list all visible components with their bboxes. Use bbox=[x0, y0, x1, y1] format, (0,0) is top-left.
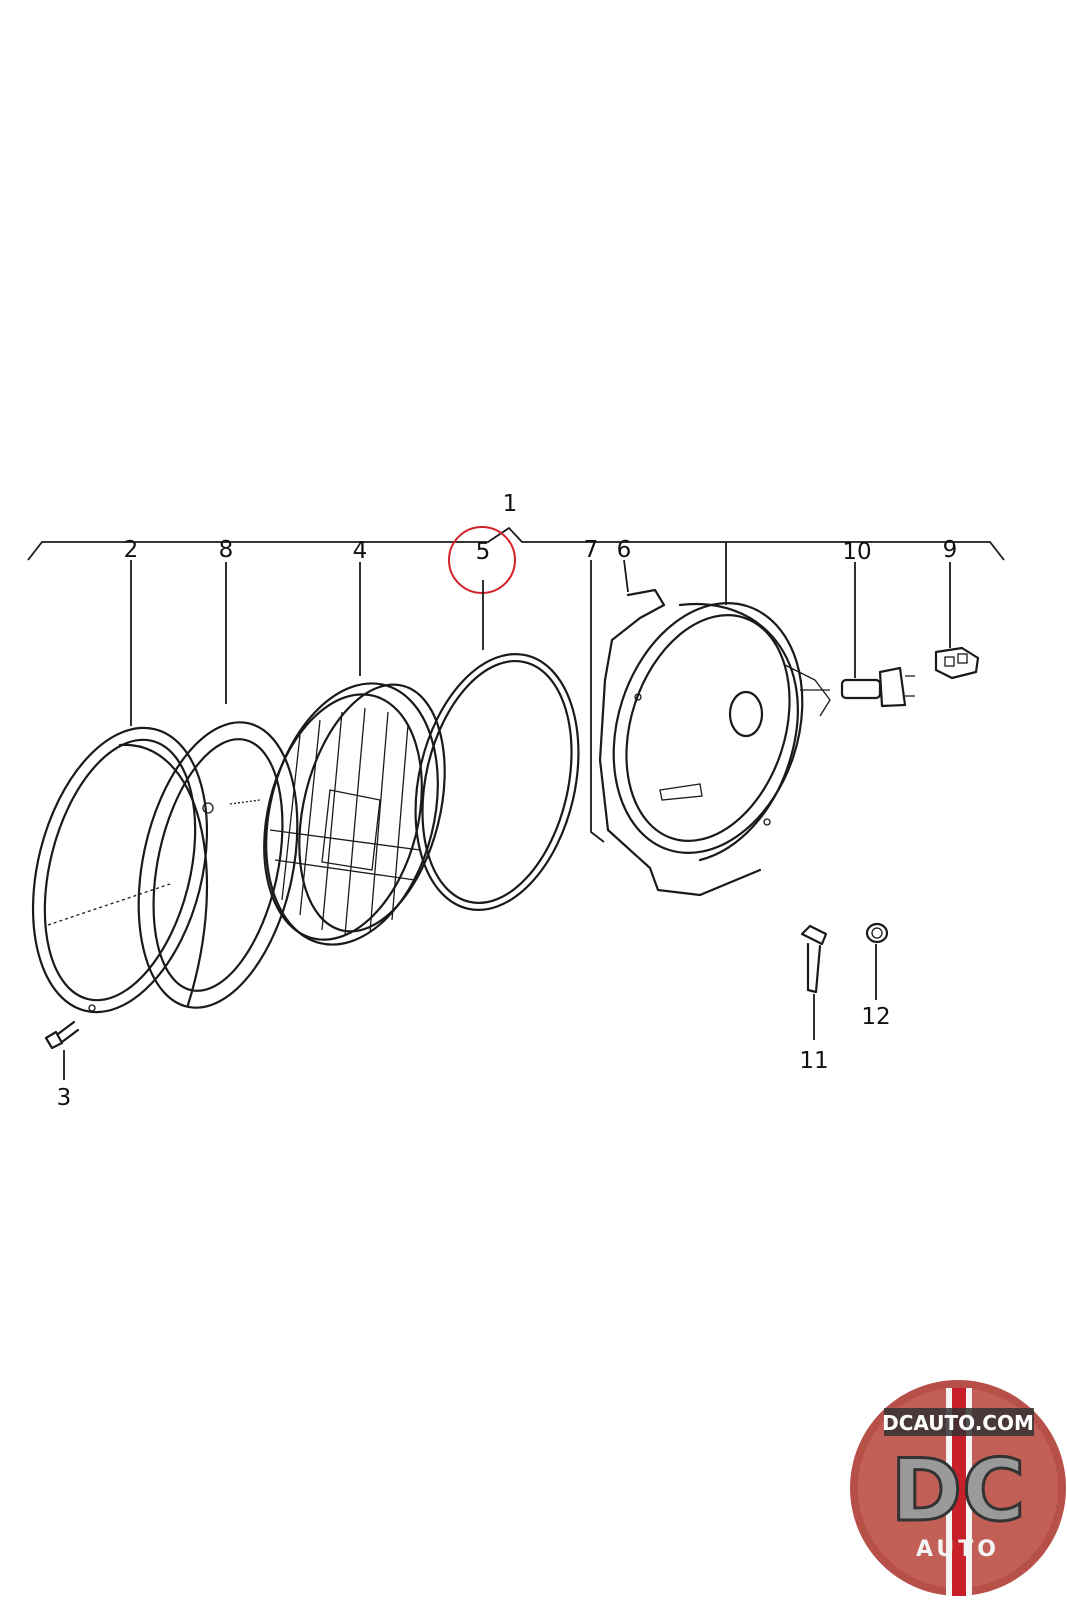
callout-10: 10 bbox=[842, 539, 871, 565]
callout-4: 4 bbox=[353, 538, 368, 564]
callout-7: 7 bbox=[584, 537, 599, 563]
dcauto-logo: DCAUTO.COM DC AUTO bbox=[850, 1380, 1066, 1596]
highlight-circle bbox=[448, 526, 516, 594]
callout-6: 6 bbox=[617, 537, 632, 563]
callout-2: 2 bbox=[124, 537, 139, 563]
bulb-part-10 bbox=[840, 666, 915, 708]
logo-top-text: DCAUTO.COM bbox=[882, 1411, 1034, 1435]
logo-bottom-text: AUTO bbox=[916, 1537, 1000, 1562]
callout-1: 1 bbox=[503, 491, 518, 517]
logo-letters: DC bbox=[891, 1441, 1026, 1541]
nut-part-12 bbox=[865, 922, 889, 944]
connector-part-9 bbox=[934, 646, 980, 680]
callout-5: 5 bbox=[476, 539, 491, 565]
assembly-bracket bbox=[27, 526, 1005, 561]
callout-11: 11 bbox=[799, 1048, 828, 1074]
seal-ring-part-5 bbox=[414, 653, 580, 911]
callout-12: 12 bbox=[861, 1004, 890, 1030]
adjusting-screw-part-11 bbox=[800, 924, 828, 994]
screw-part-3 bbox=[44, 1020, 80, 1050]
callout-9: 9 bbox=[943, 537, 958, 563]
callout-8: 8 bbox=[219, 537, 234, 563]
leader-lines bbox=[63, 542, 951, 1080]
callout-3: 3 bbox=[57, 1085, 72, 1111]
mounting-ring-part-8 bbox=[137, 721, 299, 1009]
trim-ring-part-2 bbox=[31, 726, 209, 1014]
lens-unit-part-4 bbox=[263, 682, 446, 946]
headlight-housing-part-6 bbox=[598, 588, 831, 897]
